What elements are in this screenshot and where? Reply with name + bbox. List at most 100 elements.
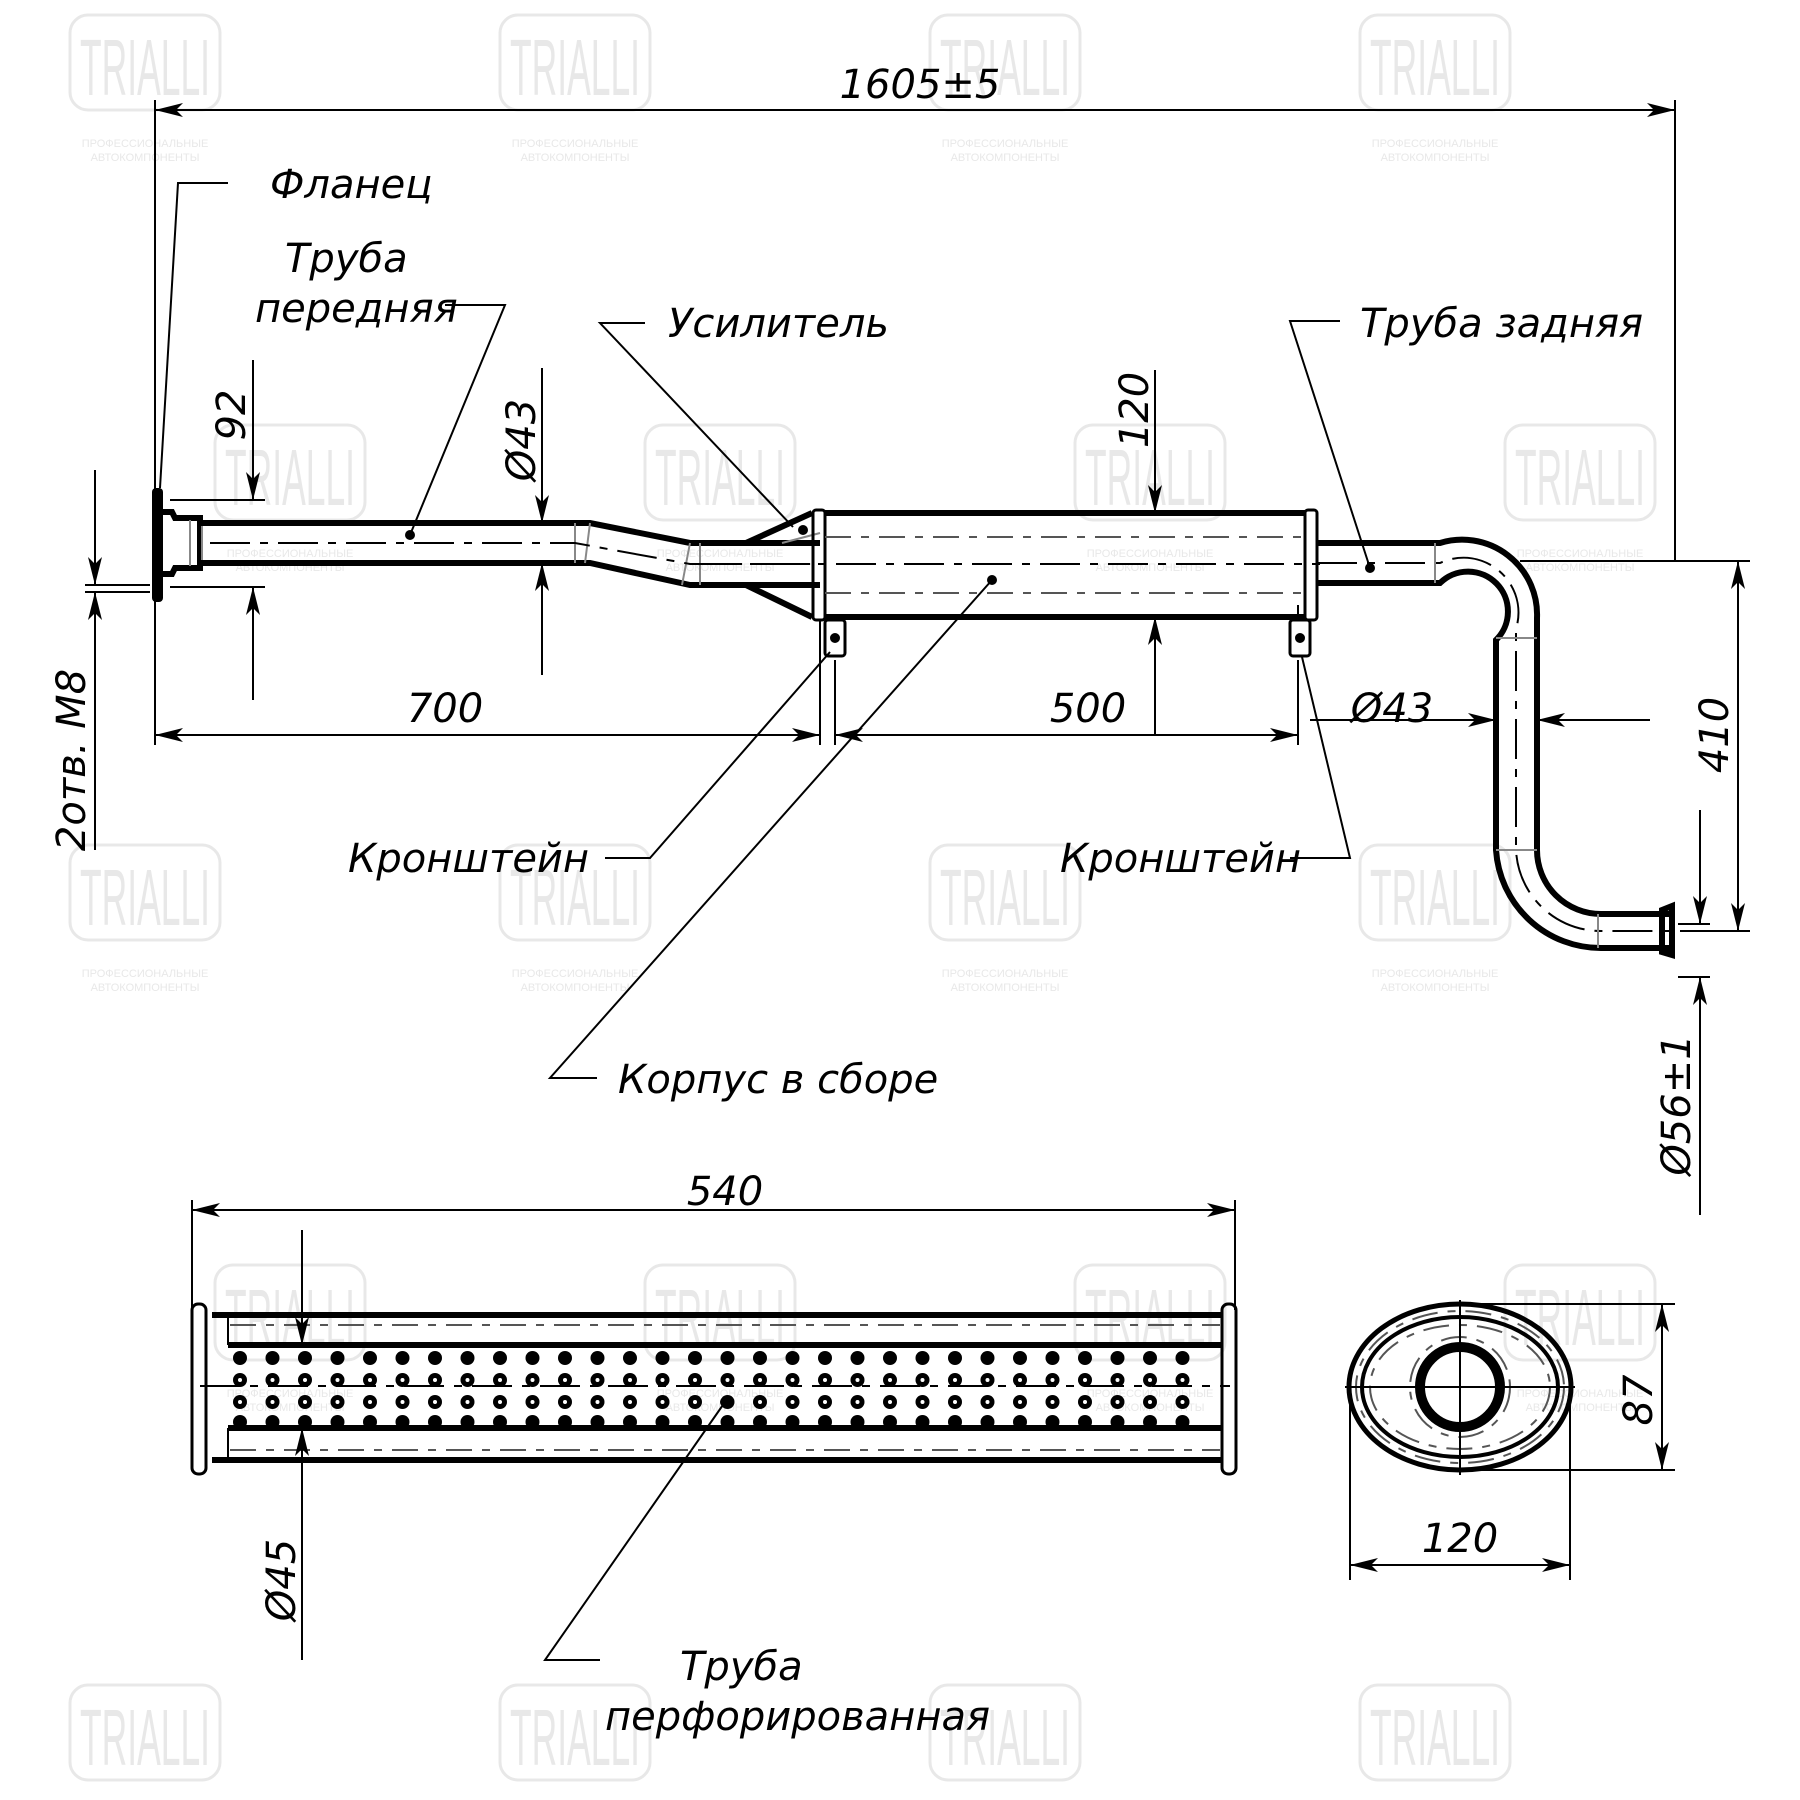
svg-text:Ø43: Ø43 bbox=[1349, 686, 1433, 732]
watermark-logo: TRIALLI bbox=[80, 853, 210, 942]
svg-text:120: 120 bbox=[1112, 372, 1158, 448]
watermark-logo-frame bbox=[68, 13, 222, 112]
watermark-logo: TRIALLI bbox=[225, 433, 355, 522]
watermark-subtitle: ПРОФЕССИОНАЛЬНЫЕ bbox=[942, 138, 1069, 150]
perforation-hole bbox=[785, 1415, 800, 1429]
perforation-hole bbox=[590, 1351, 605, 1365]
svg-text:Труба: Труба bbox=[680, 1644, 803, 1690]
leader-reinforcement: Усилитель bbox=[597, 301, 889, 535]
svg-text:120: 120 bbox=[1422, 1516, 1498, 1562]
bracket-right bbox=[1288, 605, 1312, 745]
perforation-hole bbox=[785, 1351, 800, 1365]
watermark-subtitle: АВТОКОМПОНЕНТЫ bbox=[1381, 152, 1490, 164]
perforation-hole bbox=[818, 1415, 832, 1429]
perforation-hole bbox=[1110, 1351, 1125, 1365]
watermark-subtitle: ПРОФЕССИОНАЛЬНЫЕ bbox=[1372, 968, 1499, 980]
perforation-hole bbox=[688, 1415, 702, 1429]
dim-outlet-diameter: Ø56±1 bbox=[1654, 810, 1710, 1215]
perforation-hole bbox=[623, 1351, 637, 1365]
watermark-subtitle: ПРОФЕССИОНАЛЬНЫЕ bbox=[227, 548, 354, 560]
perforation-hole bbox=[428, 1351, 442, 1365]
watermark-subtitle: АВТОКОМПОНЕНТЫ bbox=[521, 152, 630, 164]
watermark-subtitle: АВТОКОМПОНЕНТЫ bbox=[91, 152, 200, 164]
watermark-logo: TRIALLI bbox=[940, 853, 1070, 942]
watermark-logo: TRIALLI bbox=[940, 1693, 1070, 1782]
svg-text:Труба задняя: Труба задняя bbox=[1360, 301, 1643, 347]
perforation-hole bbox=[720, 1351, 735, 1365]
rear-pipe bbox=[1317, 536, 1680, 960]
dim-overall: 1605±5 bbox=[154, 62, 1676, 745]
watermark-subtitle: ПРОФЕССИОНАЛЬНЫЕ bbox=[942, 968, 1069, 980]
perforation-hole bbox=[655, 1351, 670, 1365]
perforation-hole bbox=[1175, 1351, 1190, 1365]
watermark-logo: TRIALLI bbox=[1370, 1693, 1500, 1782]
svg-text:передняя: передняя bbox=[255, 286, 458, 332]
dim-flange-height: 92 bbox=[170, 360, 265, 700]
watermark-subtitle: ПРОФЕССИОНАЛЬНЫЕ bbox=[227, 1388, 354, 1400]
watermark-subtitle: АВТОКОМПОНЕНТЫ bbox=[1526, 562, 1635, 574]
perforation-hole bbox=[493, 1415, 507, 1429]
perforation-hole bbox=[330, 1415, 345, 1429]
watermark-subtitle: ПРОФЕССИОНАЛЬНЫЕ bbox=[1372, 138, 1499, 150]
dim-410: 410 bbox=[1520, 560, 1750, 932]
svg-text:700: 700 bbox=[407, 686, 483, 732]
leader-bracket-right: Кронштейн bbox=[1060, 656, 1352, 882]
watermark-logo: TRIALLI bbox=[510, 1693, 640, 1782]
perforation-hole bbox=[623, 1415, 637, 1429]
leader-perforated-pipe: Труба перфорированная bbox=[543, 1397, 990, 1740]
dim-700: 700 bbox=[155, 686, 900, 742]
watermark-logo-frame bbox=[928, 1683, 1082, 1782]
dim-flange-holes: 2отв. М8 bbox=[49, 470, 150, 851]
svg-text:500: 500 bbox=[1050, 686, 1126, 732]
perforation-hole bbox=[948, 1351, 962, 1365]
watermark-logo: TRIALLI bbox=[1515, 1273, 1645, 1362]
leader-body: Корпус в сборе bbox=[547, 575, 997, 1103]
watermark-layer: TRIALLI ПРОФЕССИОНАЛЬНЫЕ АВТОКОМПОНЕНТЫ TRI… bbox=[68, 13, 1657, 1782]
perforation-hole bbox=[883, 1351, 897, 1365]
watermark-logo-frame bbox=[928, 843, 1082, 942]
perforation-hole bbox=[1175, 1415, 1190, 1429]
perforation-hole bbox=[558, 1351, 572, 1365]
perforation-holes bbox=[233, 1351, 1190, 1429]
watermark-logo-frame bbox=[1358, 1683, 1512, 1782]
watermark-logo: TRIALLI bbox=[655, 433, 785, 522]
watermark-logo: TRIALLI bbox=[940, 23, 1070, 112]
watermark-subtitle: ПРОФЕССИОНАЛЬНЫЕ bbox=[1517, 548, 1644, 560]
svg-text:410: 410 bbox=[1692, 697, 1738, 773]
perforation-hole bbox=[363, 1351, 377, 1365]
dim-rear-pipe-diameter: Ø43 bbox=[1310, 686, 1650, 732]
perforation-hole bbox=[363, 1415, 377, 1429]
perforation-hole bbox=[233, 1415, 247, 1429]
watermark-logo: TRIALLI bbox=[1515, 433, 1645, 522]
svg-text:перфорированная: перфорированная bbox=[605, 1694, 990, 1740]
perforation-hole bbox=[1013, 1351, 1027, 1365]
perforation-hole bbox=[460, 1415, 475, 1429]
watermark-subtitle: АВТОКОМПОНЕНТЫ bbox=[91, 982, 200, 994]
perforation-hole bbox=[428, 1415, 442, 1429]
watermark-logo: TRIALLI bbox=[1370, 853, 1500, 942]
watermark-logo-frame bbox=[1503, 423, 1657, 522]
watermark-subtitle: ПРОФЕССИОНАЛЬНЫЕ bbox=[82, 968, 209, 980]
watermark-subtitle: АВТОКОМПОНЕНТЫ bbox=[236, 1402, 345, 1414]
dim-540: 540 bbox=[191, 1169, 1236, 1310]
svg-text:2отв. М8: 2отв. М8 bbox=[49, 669, 95, 851]
perforation-hole bbox=[883, 1415, 897, 1429]
perforation-hole bbox=[525, 1351, 540, 1365]
perforation-hole bbox=[688, 1351, 702, 1365]
dim-overall-text: 1605±5 bbox=[840, 62, 1001, 108]
perforation-hole bbox=[850, 1351, 865, 1365]
perforation-hole bbox=[1143, 1415, 1157, 1429]
svg-text:Корпус в сборе: Корпус в сборе bbox=[618, 1057, 938, 1103]
svg-text:87: 87 bbox=[1616, 1374, 1662, 1425]
perforation-hole bbox=[1143, 1351, 1157, 1365]
watermark-logo-frame bbox=[1073, 423, 1227, 522]
perforation-hole bbox=[590, 1415, 605, 1429]
perforation-hole bbox=[1045, 1351, 1060, 1365]
perforation-hole bbox=[265, 1415, 280, 1429]
perforation-hole bbox=[980, 1351, 995, 1365]
perforation-hole bbox=[1013, 1415, 1027, 1429]
dim-front-pipe-diameter: Ø43 bbox=[499, 368, 549, 675]
watermark-subtitle: ПРОФЕССИОНАЛЬНЫЕ bbox=[657, 1388, 784, 1400]
perforation-hole bbox=[850, 1415, 865, 1429]
svg-text:Кронштейн: Кронштейн bbox=[348, 836, 589, 882]
